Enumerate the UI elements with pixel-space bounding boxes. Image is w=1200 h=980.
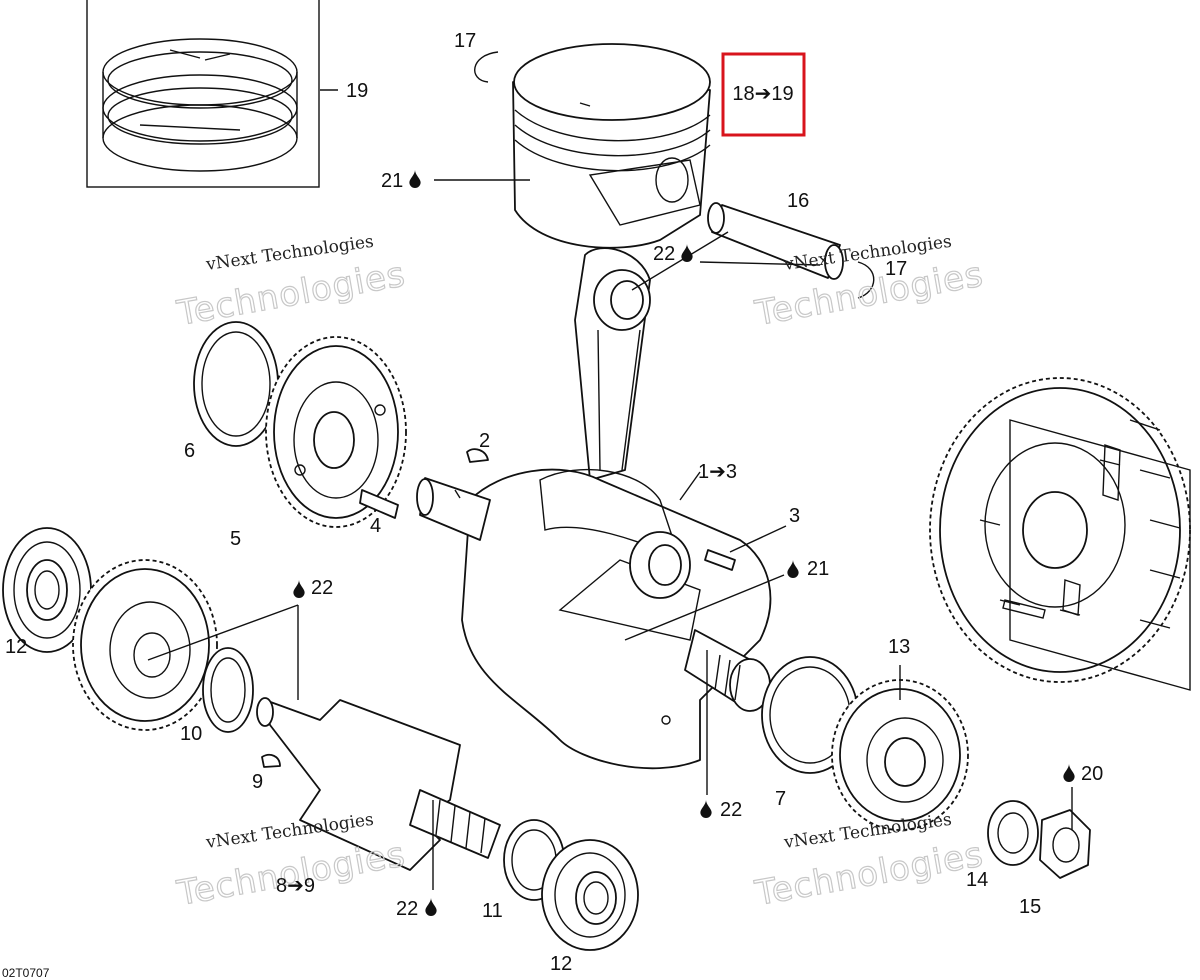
callout-22-bottom: 22 [396, 898, 418, 920]
callout-8-9: 8➔9 [276, 875, 315, 897]
gear-13 [831, 679, 969, 831]
connecting-rod [574, 247, 651, 481]
oil-drop-icon [700, 800, 712, 818]
highlight-box [721, 52, 806, 137]
callout-17-right: 17 [885, 258, 907, 280]
callout-4: 4 [370, 515, 381, 537]
callout-10: 10 [180, 723, 202, 745]
callout-14: 14 [966, 869, 988, 891]
watermark-1: Technologies vNext Technologies [173, 232, 409, 335]
highlight-box-text: 18➔19 [732, 83, 793, 105]
oil-drop-icon [1063, 764, 1075, 782]
callout-5: 5 [230, 528, 241, 550]
oil-drop-icon [681, 244, 693, 262]
callout-1-3: 1➔3 [698, 461, 737, 483]
callout-11: 11 [482, 900, 503, 922]
gear-5 [193, 321, 407, 528]
balancer-gear [72, 559, 218, 731]
watermark-4: Technologies vNext Technologies [751, 810, 987, 915]
callout-22-left: 22 [311, 577, 333, 599]
piston-pin [707, 202, 844, 280]
callout-21-right: 21 [807, 558, 829, 580]
callout-21-top: 21 [381, 170, 403, 192]
oil-drop-icon [409, 170, 421, 188]
piston-ring-inset [86, 0, 320, 188]
crankshaft [416, 468, 772, 770]
oil-drop-icon [787, 560, 799, 578]
callout-15: 15 [1019, 896, 1041, 918]
callout-3: 3 [789, 505, 800, 527]
callout-22-top: 22 [653, 243, 675, 265]
callout-9: 9 [252, 771, 263, 793]
callout-labels: 19 17 21 16 22 17 2 1➔3 3 21 6 4 5 22 12… [5, 30, 1103, 975]
clutch-housing [929, 377, 1191, 691]
callout-6: 6 [184, 440, 195, 462]
diagram-reference: 02T0707 [2, 966, 50, 980]
callout-12-left: 12 [5, 636, 27, 658]
oil-drop-icon [293, 580, 305, 598]
callout-12-bottom: 12 [550, 953, 572, 975]
leader-lines [147, 179, 1073, 890]
watermark-3: Technologies vNext Technologies [173, 810, 409, 915]
callout-22-center: 22 [720, 799, 742, 821]
bearing-12-bottom [541, 839, 639, 951]
oil-drop-icon [425, 898, 437, 916]
callout-13: 13 [888, 636, 910, 658]
callout-16: 16 [787, 190, 809, 212]
piston [512, 43, 711, 249]
callout-20: 20 [1081, 763, 1103, 785]
callout-7: 7 [775, 788, 786, 810]
callout-17-top: 17 [454, 30, 476, 52]
callout-19: 19 [346, 80, 368, 102]
callout-2: 2 [479, 430, 490, 452]
